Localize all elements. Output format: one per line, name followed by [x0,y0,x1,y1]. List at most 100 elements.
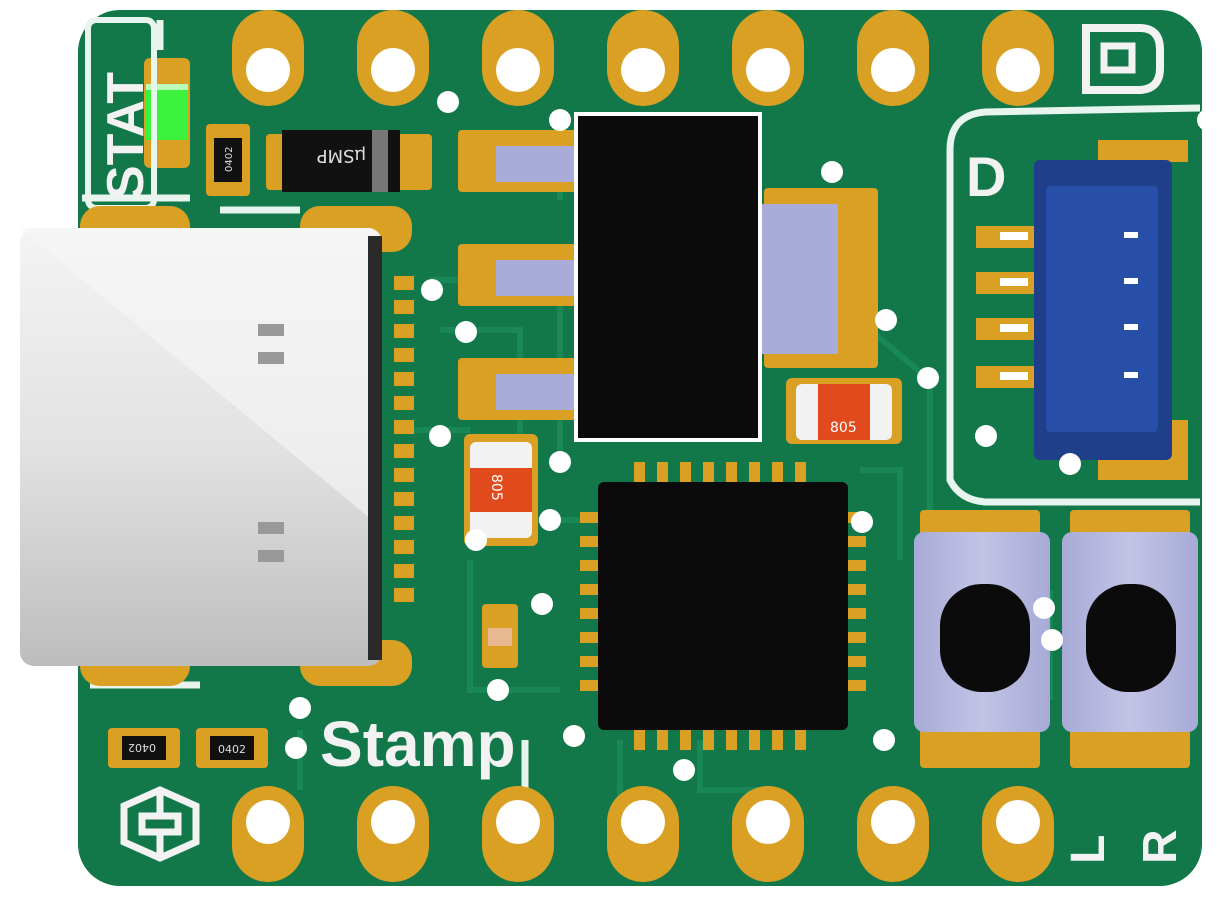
bottom-pin-header [232,786,1054,882]
diode-smp [266,130,432,192]
top-header-pin [232,10,304,106]
via [975,425,997,447]
via [673,759,695,781]
qfn-pad [580,632,606,643]
stat-label: STAT [97,72,155,200]
resistor-0402-top-label: 0402 [224,147,235,172]
qfn-pad [840,584,866,595]
via [1041,629,1063,651]
via [851,511,873,533]
qfn-pad [840,680,866,691]
microcontroller-pads [580,462,866,750]
circuit-logo-icon [120,786,200,862]
qfn-pad [840,632,866,643]
via [917,367,939,389]
via [437,91,459,113]
usb-pad [394,468,414,482]
stamp-label: Stamp [320,708,516,780]
qfn-pad [749,462,760,488]
top-header-pin [607,10,679,106]
qfn-pad [840,536,866,547]
top-header-pin [982,10,1054,106]
qfn-pad [840,560,866,571]
top-header-pin [482,10,554,106]
capacitor-805-left [464,434,538,546]
right-button-label: R [1134,829,1187,864]
qfn-pad [657,724,668,750]
via [875,309,897,331]
resistor-0402-top [206,124,250,196]
via [429,425,451,447]
button-left[interactable] [914,510,1050,768]
top-pin-header [232,10,1054,106]
usb-pad [394,564,414,578]
voltage-regulator [458,112,878,442]
top-header-pin [857,10,929,106]
resistor-0402-bottom-b [196,728,268,768]
top-header-pin [732,10,804,106]
qfn-pad [580,680,606,691]
via [873,729,895,751]
resistor-0402-bottom-a-label: 0402 [128,741,156,754]
usb-pad [394,348,414,362]
qfn-pad [580,512,606,523]
qfn-pad [795,462,806,488]
qfn-pad [726,724,737,750]
bottom-header-pin [357,786,429,882]
bottom-header-pin [482,786,554,882]
capacitor-small [482,604,518,668]
bottom-header-pin [607,786,679,882]
qfn-pad [580,536,606,547]
capacitor-805-right [786,378,902,444]
via [1033,597,1055,619]
usb-pad [394,396,414,410]
via [539,509,561,531]
qfn-pad [840,656,866,667]
qfn-pad [772,724,783,750]
usb-pad [394,588,414,602]
qfn-pad [580,560,606,571]
qfn-pad [795,724,806,750]
via [455,321,477,343]
qfn-pad [749,724,760,750]
qfn-pad [634,724,645,750]
via [549,451,571,473]
via [289,697,311,719]
diode-smp-label: µSMP [317,145,366,166]
capacitor-805-right-label: 805 [830,420,857,436]
top-header-pin [357,10,429,106]
usb-pad [394,492,414,506]
qfn-pad [772,462,783,488]
usb-pad [394,324,414,338]
qfn-pad [657,462,668,488]
via [421,279,443,301]
qfn-pad [703,462,714,488]
via [821,161,843,183]
usb-pad [394,372,414,386]
usb-pad [394,300,414,314]
qfn-pad [634,462,645,488]
qfn-pad [726,462,737,488]
resistor-0402-bottom-b-label: 0402 [218,743,246,756]
qfn-pad [580,656,606,667]
usb-pad [394,540,414,554]
connector-d-label: D [966,145,1006,208]
qfn-pad [703,724,714,750]
button-right[interactable] [1062,510,1198,768]
qfn-pad [680,724,691,750]
bottom-header-pin [982,786,1054,882]
bottom-header-pin [857,786,929,882]
via [549,109,571,131]
usb-pad [394,276,414,290]
usb-pad [394,420,414,434]
usb-pad [394,516,414,530]
microcontroller-chip [598,482,848,730]
qfn-pad [580,608,606,619]
via [1059,453,1081,475]
resistor-0402-bottom-a [108,728,180,768]
usb-pad [394,444,414,458]
via [563,725,585,747]
qfn-pad [580,584,606,595]
via [465,529,487,551]
